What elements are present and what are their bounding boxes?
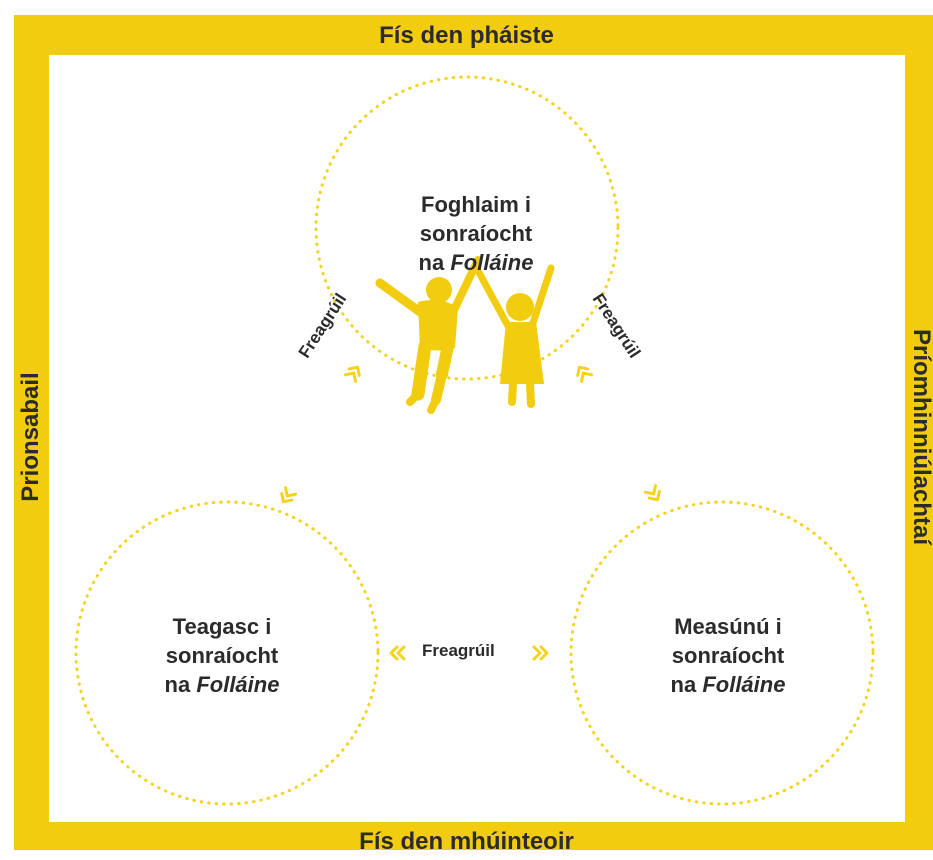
circle-top-line1: Foghlaim i	[421, 192, 531, 217]
circle-top-line2: sonraíocht	[419, 221, 533, 246]
frame-bottom-label: Fís den mhúinteoir	[359, 828, 574, 855]
jumping-children-icon	[375, 256, 555, 414]
double-chevron-icon	[280, 365, 661, 661]
circle-right-label: Measúnú i sonraíocht na Folláine	[628, 612, 828, 699]
circle-right-line3: na Folláine	[670, 672, 786, 697]
circle-top-label: Foghlaim i sonraíocht na Folláine	[376, 190, 576, 277]
frame-top-label: Fís den pháiste	[379, 22, 554, 49]
frame-left-label: Prionsabail	[17, 372, 44, 502]
circle-left-line1: Teagasc i	[172, 614, 272, 639]
circle-left-line2: sonraíocht	[165, 643, 279, 668]
circle-left-line3: na Folláine	[164, 672, 280, 697]
frame-right-label: Príomhinniúlachtaí	[908, 328, 933, 546]
circle-top-outline	[314, 75, 620, 381]
connector-bottom-label: Freagrúil	[422, 641, 495, 660]
circle-top-line3: na Folláine	[418, 250, 534, 275]
circle-left-outline	[74, 500, 380, 806]
circle-left-label: Teagasc i sonraíocht na Folláine	[122, 612, 322, 699]
circle-right-line1: Measúnú i	[674, 614, 782, 639]
circle-right-outline	[569, 500, 875, 806]
circle-right-line2: sonraíocht	[671, 643, 785, 668]
frame-border	[14, 15, 933, 850]
